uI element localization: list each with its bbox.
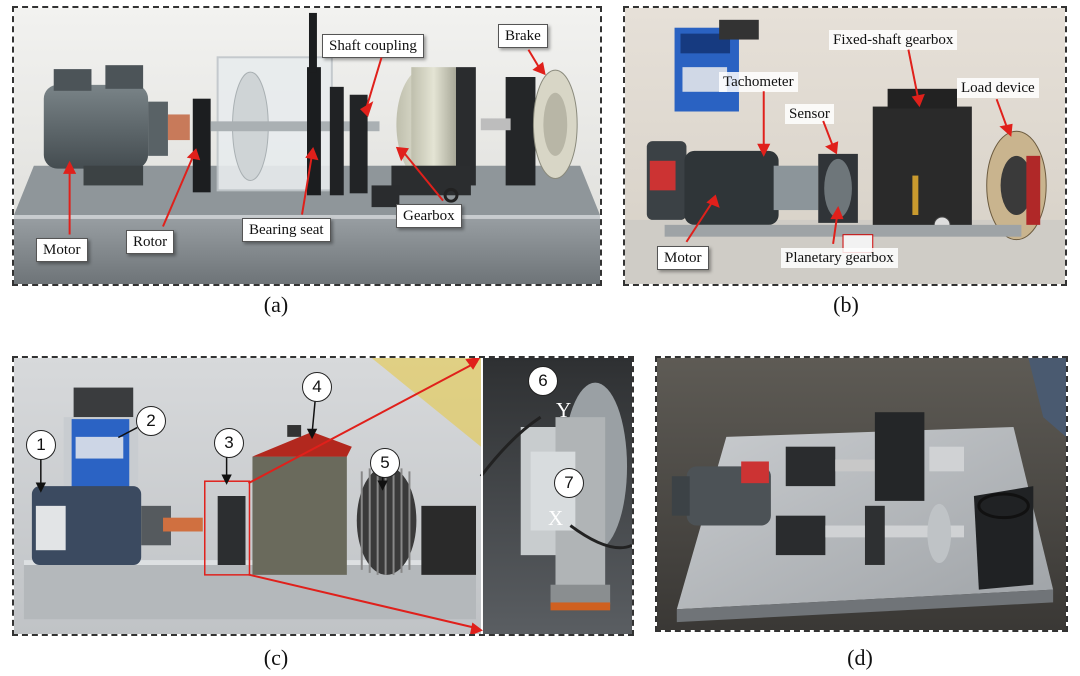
label-fixed-shaft-gearbox: Fixed-shaft gearbox	[829, 30, 958, 50]
panel-c-photo	[14, 358, 632, 634]
callout-motor: Motor	[36, 238, 88, 262]
panel-a: Shaft coupling Brake Motor Rotor Bearing…	[12, 6, 602, 286]
callout-brake: Brake	[498, 24, 548, 48]
panel-b: Fixed-shaft gearbox Tachometer Sensor Lo…	[623, 6, 1067, 286]
marker-1: 1	[26, 430, 56, 460]
label-planetary-gearbox: Planetary gearbox	[781, 248, 898, 268]
panel-a-photo	[14, 8, 600, 284]
label-sensor: Sensor	[785, 104, 834, 124]
caption-c: (c)	[263, 645, 289, 670]
callout-gearbox: Gearbox	[396, 204, 462, 228]
marker-7: 7	[554, 468, 584, 498]
label-tachometer: Tachometer	[719, 72, 798, 92]
marker-6: 6	[528, 366, 558, 396]
callout-shaft-coupling: Shaft coupling	[322, 34, 424, 58]
panel-d	[655, 356, 1068, 632]
caption-d: (d)	[847, 645, 873, 670]
caption-b: (b)	[833, 292, 859, 317]
marker-2: 2	[136, 406, 166, 436]
axis-letter-x: X	[548, 506, 564, 530]
callout-bearing-seat: Bearing seat	[242, 218, 331, 242]
marker-4: 4	[302, 372, 332, 402]
panel-c: 1 2 3 4 5 6 7 Y X	[12, 356, 634, 636]
callout-motor-b: Motor	[657, 246, 709, 270]
panel-d-photo	[657, 358, 1066, 630]
marker-5: 5	[370, 448, 400, 478]
callout-rotor: Rotor	[126, 230, 175, 254]
label-load-device: Load device	[957, 78, 1039, 98]
marker-3: 3	[214, 428, 244, 458]
caption-a: (a)	[263, 292, 289, 317]
axis-letter-y: Y	[556, 398, 572, 422]
